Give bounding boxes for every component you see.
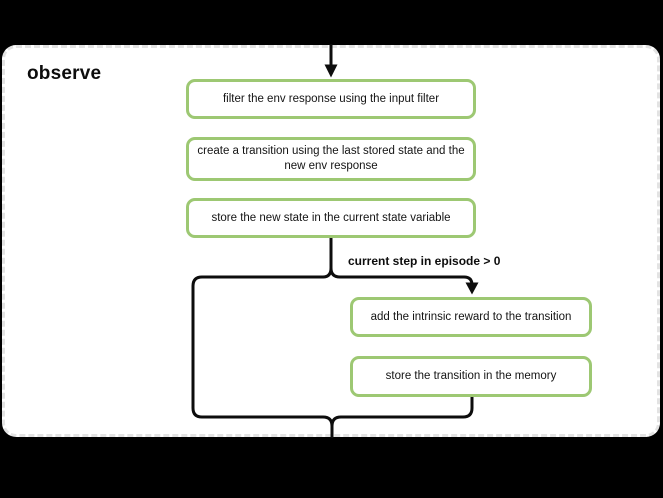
group-title: observe — [27, 63, 102, 84]
node-label: store the transition in the memory — [385, 370, 557, 382]
node-label: create a transition using the last store… — [197, 145, 465, 172]
condition-label: current step in episode > 0 — [348, 254, 501, 268]
node-store-new-state: store the new state in the current state… — [186, 198, 476, 238]
node-filter-env-response: filter the env response using the input … — [186, 79, 476, 119]
node-label: filter the env response using the input … — [222, 92, 440, 105]
node-label: store the new state in the current state… — [211, 211, 451, 224]
node-add-intrinsic-reward: add the intrinsic reward to the transiti… — [350, 297, 592, 337]
node-create-transition: create a transition using the last store… — [186, 137, 476, 181]
node-label: add the intrinsic reward to the transiti… — [370, 310, 572, 323]
node-store-transition-memory: store the transition in the memory — [350, 356, 592, 397]
